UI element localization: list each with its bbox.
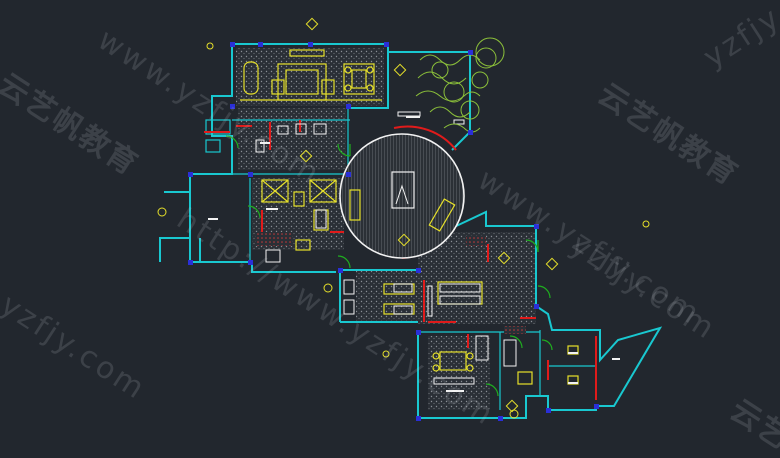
structural-columns — [188, 42, 599, 421]
level-marker-icon — [509, 409, 519, 419]
floor-fills — [236, 48, 536, 410]
rotunda — [339, 133, 465, 259]
level-marker-icon — [642, 220, 650, 228]
room-tags — [208, 116, 620, 392]
red-hatch-zones — [256, 232, 526, 334]
doors — [225, 135, 553, 397]
section-marker-icon — [497, 251, 511, 265]
partition-walls — [204, 120, 597, 400]
section-marker-icon — [505, 399, 519, 413]
section-marker-icon — [393, 63, 407, 77]
level-marker-icon — [323, 283, 333, 293]
section-marker-icon — [305, 17, 319, 31]
section-markers — [157, 17, 650, 419]
section-marker-icon — [397, 233, 411, 247]
level-marker-icon — [157, 207, 167, 217]
section-marker-icon — [545, 257, 559, 271]
level-marker-icon — [206, 42, 214, 50]
level-marker-icon — [382, 350, 390, 358]
section-marker-icon — [299, 149, 313, 163]
